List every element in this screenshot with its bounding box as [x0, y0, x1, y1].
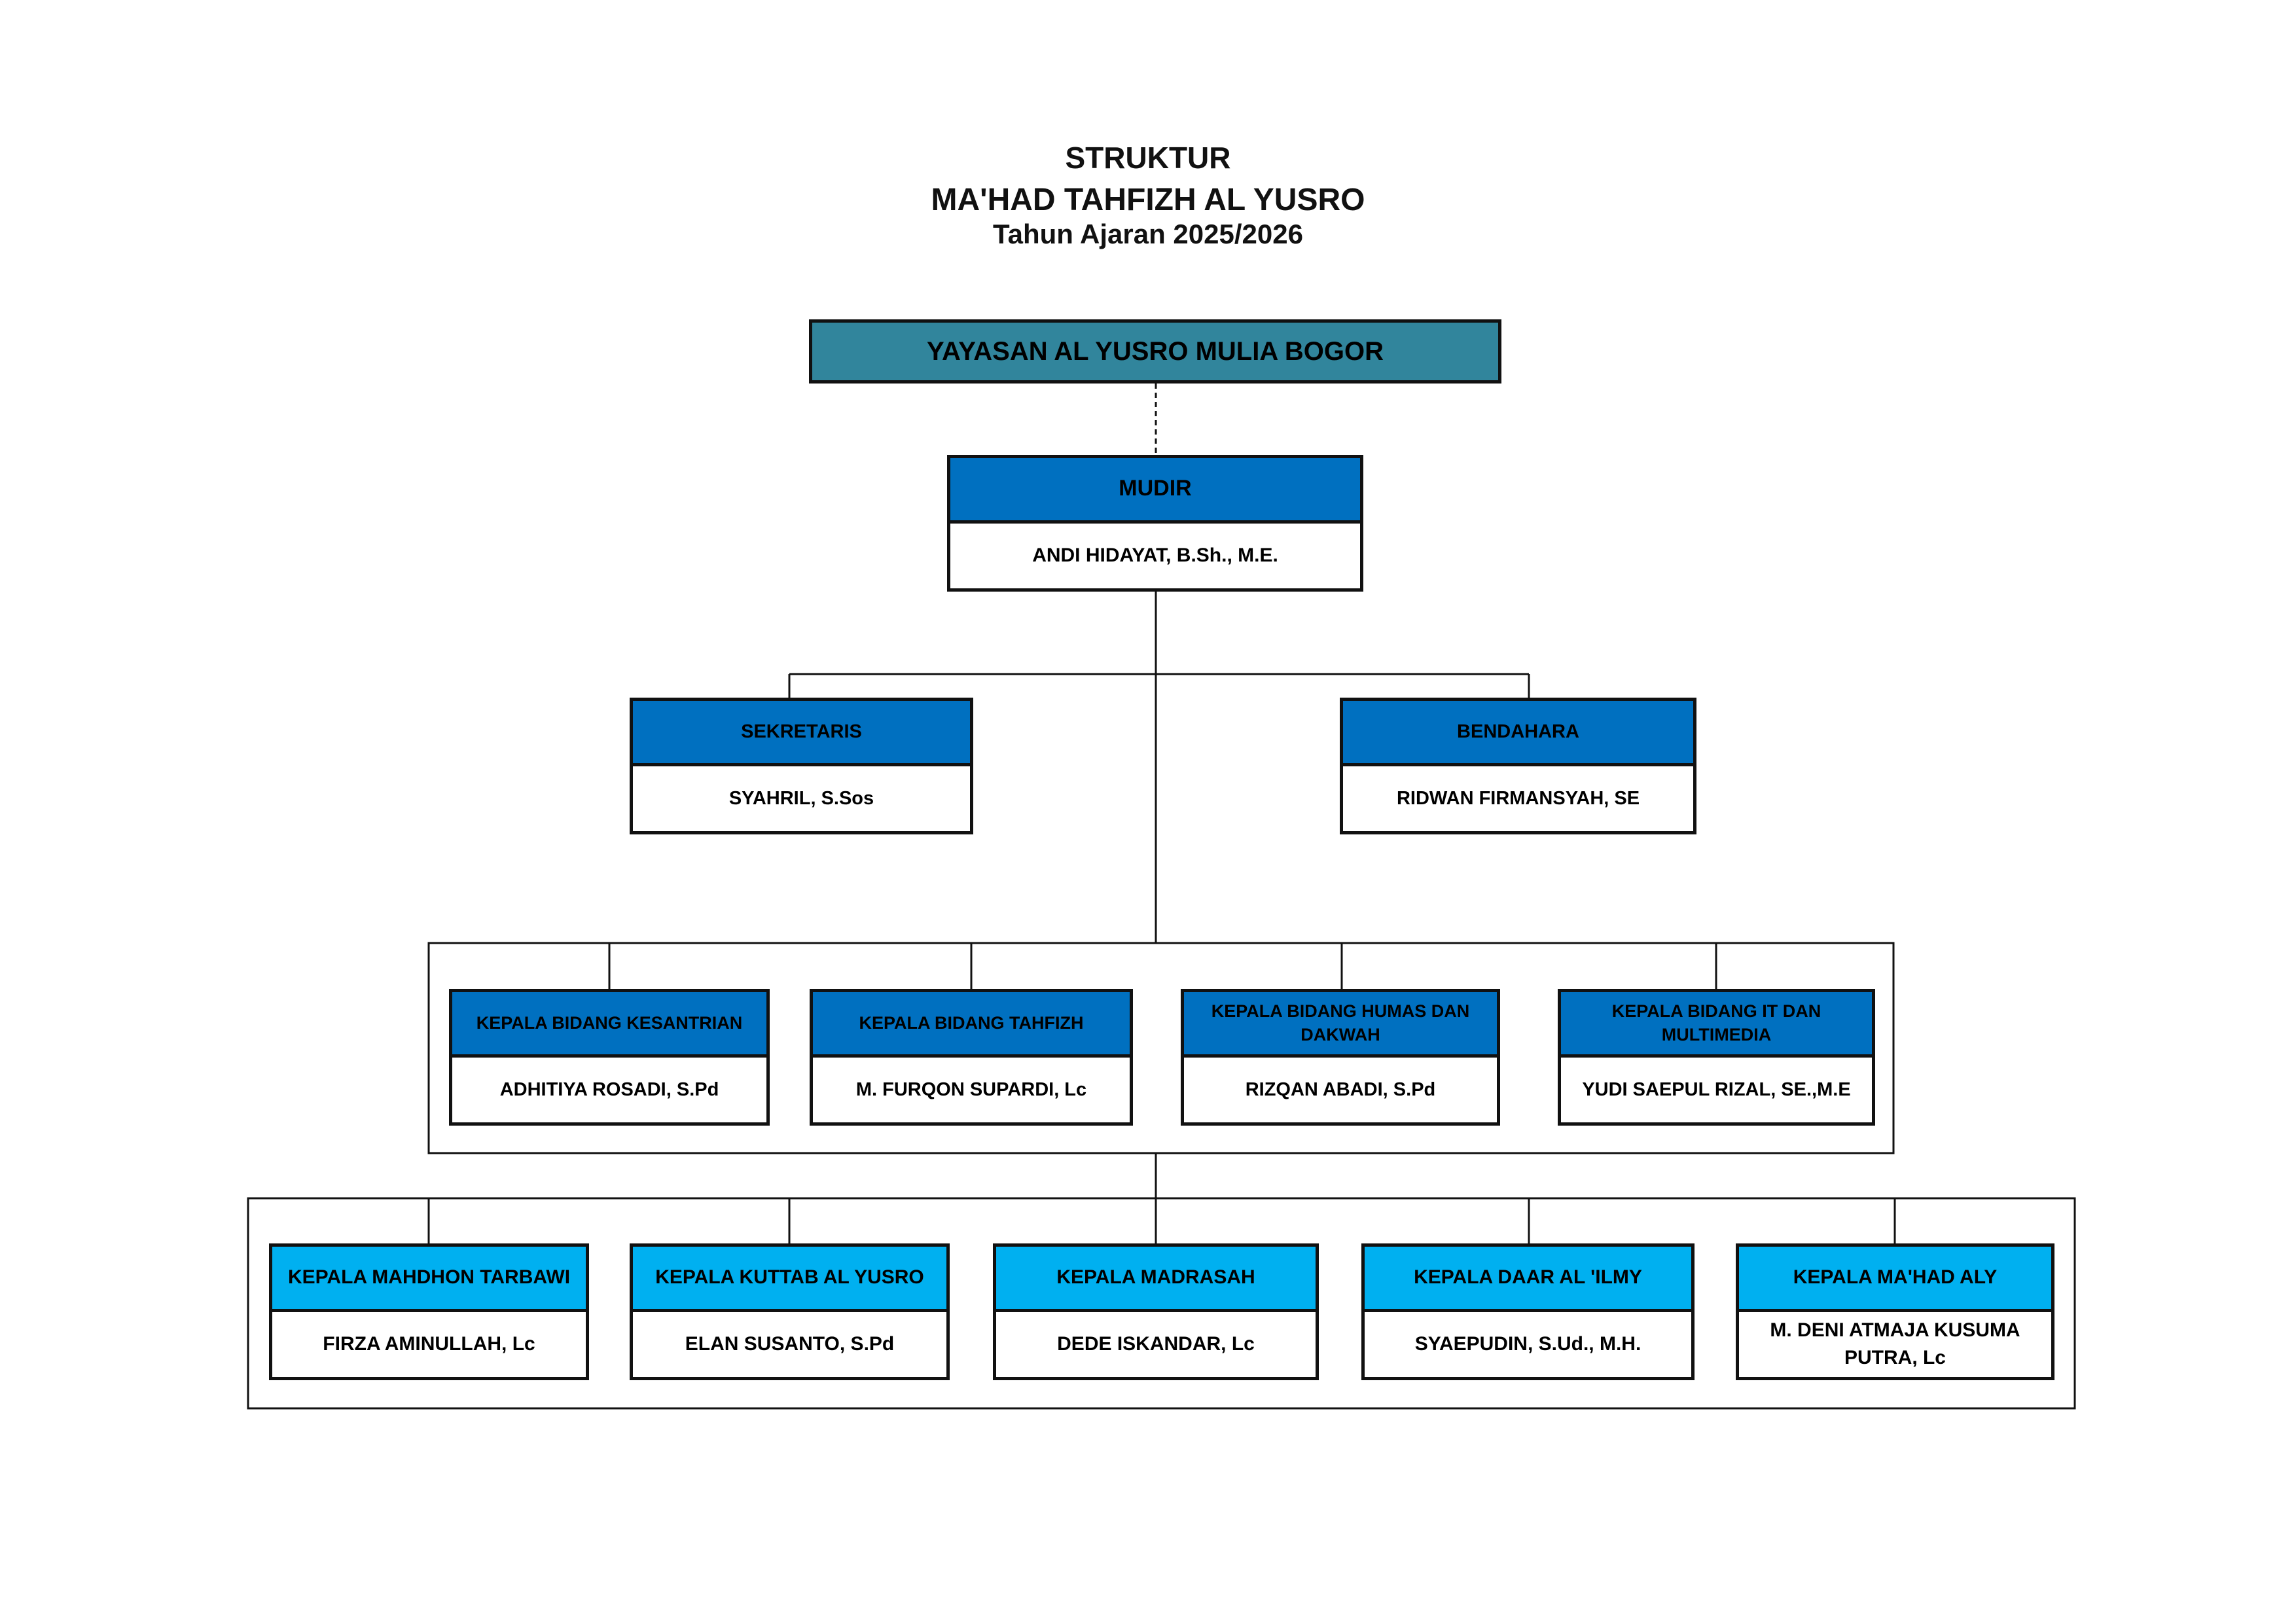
kepala-mahdhon-box: KEPALA MAHDHON TARBAWI FIRZA AMINULLAH, …: [269, 1243, 589, 1380]
kepala-bidang-kesantrian-box: KEPALA BIDANG KESANTRIAN ADHITIYA ROSADI…: [449, 989, 770, 1126]
kepala-kuttab-box: KEPALA KUTTAB AL YUSRO ELAN SUSANTO, S.P…: [630, 1243, 950, 1380]
kepala-bidang-name: ADHITIYA ROSADI, S.Pd: [452, 1057, 766, 1122]
group-box-unit: [247, 1197, 2076, 1410]
kepala-madrasah-box: KEPALA MADRASAH DEDE ISKANDAR, Lc: [993, 1243, 1319, 1380]
kepala-unit-name: ELAN SUSANTO, S.Pd: [633, 1311, 946, 1377]
kepala-bidang-name: M. FURQON SUPARDI, Lc: [813, 1057, 1130, 1122]
kepala-bidang-humas-box: KEPALA BIDANG HUMAS DAN DAKWAH RIZQAN AB…: [1181, 989, 1500, 1126]
yayasan-label: YAYASAN AL YUSRO MULIA BOGOR: [927, 336, 1384, 366]
sekretaris-title: SEKRETARIS: [633, 701, 970, 766]
kepala-bidang-name: RIZQAN ABADI, S.Pd: [1184, 1057, 1497, 1122]
group-box-bidang: [427, 942, 1895, 1154]
kepala-unit-title: KEPALA MAHDHON TARBAWI: [272, 1247, 586, 1312]
kepala-mahad-aly-box: KEPALA MA'HAD ALY M. DENI ATMAJA KUSUMA …: [1736, 1243, 2054, 1380]
kepala-bidang-title: KEPALA BIDANG IT DAN MULTIMEDIA: [1561, 992, 1872, 1058]
kepala-bidang-name: YUDI SAEPUL RIZAL, SE.,M.E: [1561, 1057, 1872, 1122]
mudir-box: MUDIR ANDI HIDAYAT, B.Sh., M.E.: [947, 455, 1363, 592]
kepala-bidang-title: KEPALA BIDANG KESANTRIAN: [452, 992, 766, 1058]
kepala-unit-name: DEDE ISKANDAR, Lc: [996, 1311, 1316, 1377]
kepala-unit-title: KEPALA KUTTAB AL YUSRO: [633, 1247, 946, 1312]
kepala-unit-title: KEPALA MA'HAD ALY: [1739, 1247, 2051, 1312]
kepala-bidang-tahfizh-box: KEPALA BIDANG TAHFIZH M. FURQON SUPARDI,…: [810, 989, 1133, 1126]
yayasan-box: YAYASAN AL YUSRO MULIA BOGOR: [809, 319, 1501, 383]
kepala-unit-title: KEPALA DAAR AL 'ILMY: [1365, 1247, 1691, 1312]
kepala-unit-title: KEPALA MADRASAH: [996, 1247, 1316, 1312]
mudir-name: ANDI HIDAYAT, B.Sh., M.E.: [950, 523, 1360, 588]
mudir-title: MUDIR: [950, 458, 1360, 524]
kepala-daar-al-ilmy-box: KEPALA DAAR AL 'ILMY SYAEPUDIN, S.Ud., M…: [1361, 1243, 1695, 1380]
sekretaris-box: SEKRETARIS SYAHRIL, S.Sos: [630, 698, 973, 834]
chart-title-line2: MA'HAD TAHFIZH AL YUSRO: [931, 183, 1365, 217]
kepala-unit-name: FIRZA AMINULLAH, Lc: [272, 1311, 586, 1377]
chart-title-line1: STRUKTUR: [1065, 141, 1231, 175]
kepala-unit-name: M. DENI ATMAJA KUSUMA PUTRA, Lc: [1739, 1311, 2051, 1377]
bendahara-name: RIDWAN FIRMANSYAH, SE: [1343, 766, 1693, 831]
bendahara-title: BENDAHARA: [1343, 701, 1693, 766]
kepala-bidang-title: KEPALA BIDANG HUMAS DAN DAKWAH: [1184, 992, 1497, 1058]
kepala-bidang-it-box: KEPALA BIDANG IT DAN MULTIMEDIA YUDI SAE…: [1558, 989, 1875, 1126]
kepala-bidang-title: KEPALA BIDANG TAHFIZH: [813, 992, 1130, 1058]
kepala-unit-name: SYAEPUDIN, S.Ud., M.H.: [1365, 1311, 1691, 1377]
bendahara-box: BENDAHARA RIDWAN FIRMANSYAH, SE: [1340, 698, 1696, 834]
chart-subtitle-year: Tahun Ajaran 2025/2026: [993, 219, 1303, 249]
sekretaris-name: SYAHRIL, S.Sos: [633, 766, 970, 831]
